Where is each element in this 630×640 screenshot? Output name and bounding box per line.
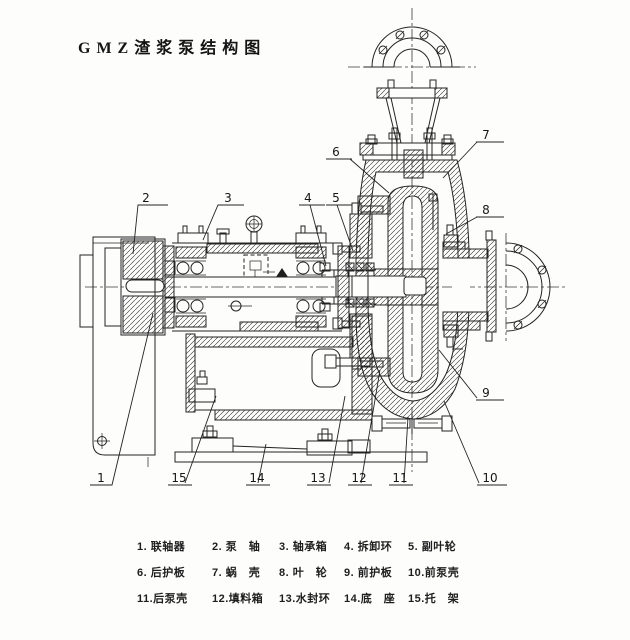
callout-15: 15 xyxy=(171,471,186,485)
legend-item-14: 14.底 座 xyxy=(344,593,396,605)
callout-7: 7 xyxy=(482,128,490,142)
callout-leader-9 xyxy=(438,349,504,401)
callout-leader-10 xyxy=(443,400,507,486)
bearing-housing xyxy=(162,215,350,332)
callout-leader-13 xyxy=(307,395,346,486)
callout-leader-4 xyxy=(299,204,327,267)
impeller-and-liners xyxy=(387,149,439,394)
suction-pipe xyxy=(442,224,497,350)
oil-level-mark xyxy=(276,268,288,277)
pump-shaft xyxy=(165,276,336,298)
legend-item-8: 8. 叶 轮 xyxy=(279,567,328,579)
legend-item-7: 7. 蜗 壳 xyxy=(212,567,261,579)
callout-leader-14 xyxy=(246,443,270,486)
legend-item-4: 4. 拆卸环 xyxy=(344,541,393,553)
legend-item-12: 12.填料箱 xyxy=(212,593,264,605)
legend-item-15: 15.托 架 xyxy=(408,593,460,605)
suction-flange xyxy=(505,242,551,332)
legend-item-2: 2. 泵 轴 xyxy=(212,541,261,553)
callout-leader-12 xyxy=(348,369,381,486)
casing-bottom-bolts xyxy=(371,414,453,434)
legend-item-11: 11.后泵壳 xyxy=(137,593,188,605)
callout-9: 9 xyxy=(482,386,490,400)
callout-12: 12 xyxy=(351,471,366,485)
support-frame xyxy=(185,315,373,421)
callout-leader-11 xyxy=(389,416,413,486)
callout-numbers: 1 2 3 4 5 6 7 8 9 10 11 12 13 14 15 xyxy=(97,128,497,485)
callout-13: 13 xyxy=(310,471,325,485)
legend-item-3: 3. 轴承箱 xyxy=(279,541,328,553)
legend-item-5: 5. 副叶轮 xyxy=(408,541,457,553)
callout-3: 3 xyxy=(224,191,232,205)
callout-14: 14 xyxy=(249,471,264,485)
callout-1: 1 xyxy=(97,471,105,485)
parts-legend: 1. 联轴器 2. 泵 轴 3. 轴承箱 4. 拆卸环 5. 副叶轮 6. 后护… xyxy=(137,538,467,616)
callout-11: 11 xyxy=(392,471,407,485)
impeller-hub xyxy=(335,268,439,306)
base xyxy=(174,425,428,463)
callout-5: 5 xyxy=(332,191,340,205)
legend-item-6: 6. 后护板 xyxy=(137,567,186,579)
diagram-title: GMZ渣浆泵结构图 xyxy=(78,40,267,57)
callout-leader-1 xyxy=(90,312,154,486)
callout-leader-8 xyxy=(445,216,504,235)
legend-item-10: 10.前泵壳 xyxy=(408,567,460,579)
callout-leader-5 xyxy=(326,204,354,252)
callout-4: 4 xyxy=(304,191,312,205)
callout-leader-3 xyxy=(202,204,244,241)
callout-2: 2 xyxy=(142,191,150,205)
discharge-pipe xyxy=(376,79,448,144)
callout-leader-6 xyxy=(326,158,390,194)
callout-leader-15 xyxy=(168,395,217,486)
callout-8: 8 xyxy=(482,203,490,217)
discharge-flange xyxy=(364,26,460,68)
casing-top-flange xyxy=(359,127,456,161)
callout-6: 6 xyxy=(332,145,340,159)
legend-item-13: 13.水封环 xyxy=(279,593,331,605)
coupling-guard xyxy=(79,236,156,467)
callout-leader-7 xyxy=(442,141,504,179)
callout-leaders xyxy=(90,141,507,486)
callout-leader-2 xyxy=(132,204,168,255)
legend-item-1: 1. 联轴器 xyxy=(137,541,186,553)
legend-item-9: 9. 前护板 xyxy=(344,567,393,579)
callout-10: 10 xyxy=(482,471,497,485)
